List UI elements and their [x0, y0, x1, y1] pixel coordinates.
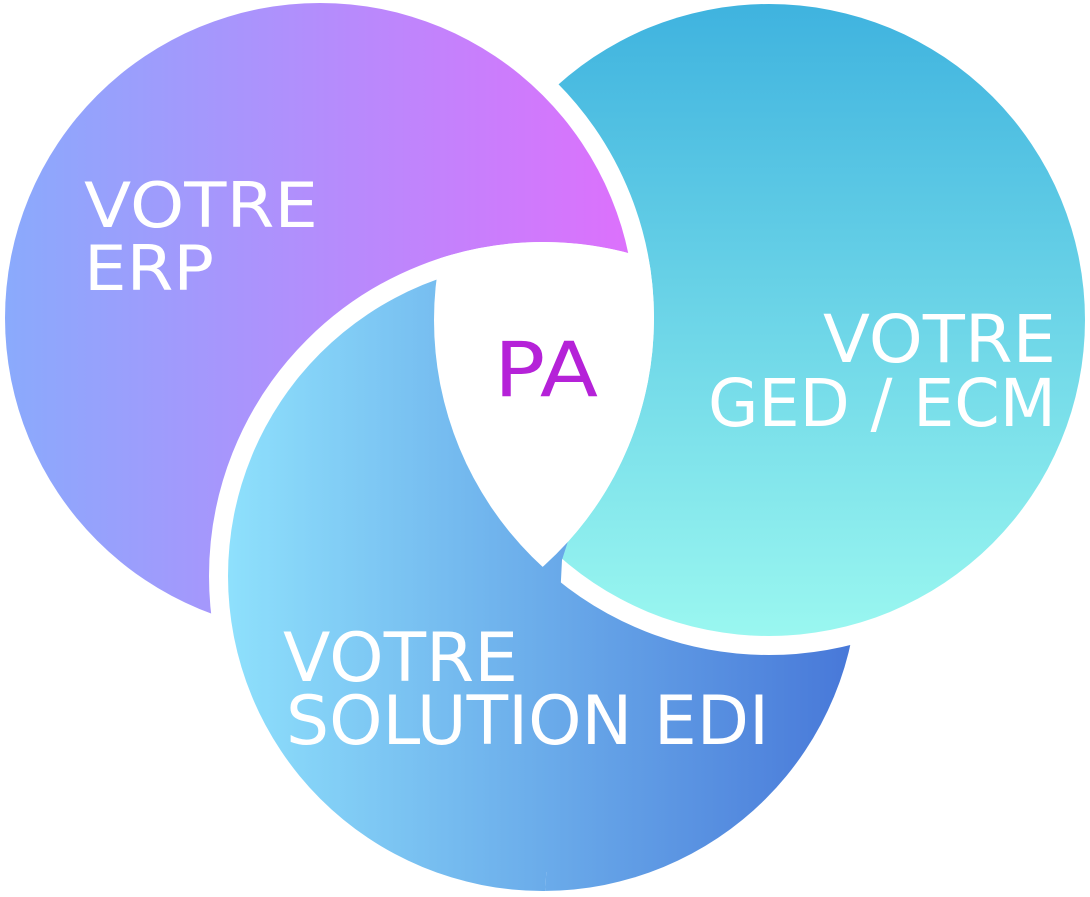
label-erp: VOTRE ERP [84, 169, 318, 305]
label-erp-line2: ERP [84, 232, 214, 305]
label-edi: VOTRE SOLUTION EDI [283, 619, 769, 761]
label-edi-line1: VOTRE [283, 619, 518, 698]
label-erp-line1: VOTRE [84, 169, 318, 242]
label-ged-line1: VOTRE [823, 301, 1056, 378]
label-ged-line2: GED / ECM [708, 365, 1056, 442]
label-ged-ecm: VOTRE GED / ECM [708, 301, 1056, 442]
label-edi-line2: SOLUTION EDI [286, 682, 769, 761]
center-label-pa: PA [494, 325, 598, 414]
